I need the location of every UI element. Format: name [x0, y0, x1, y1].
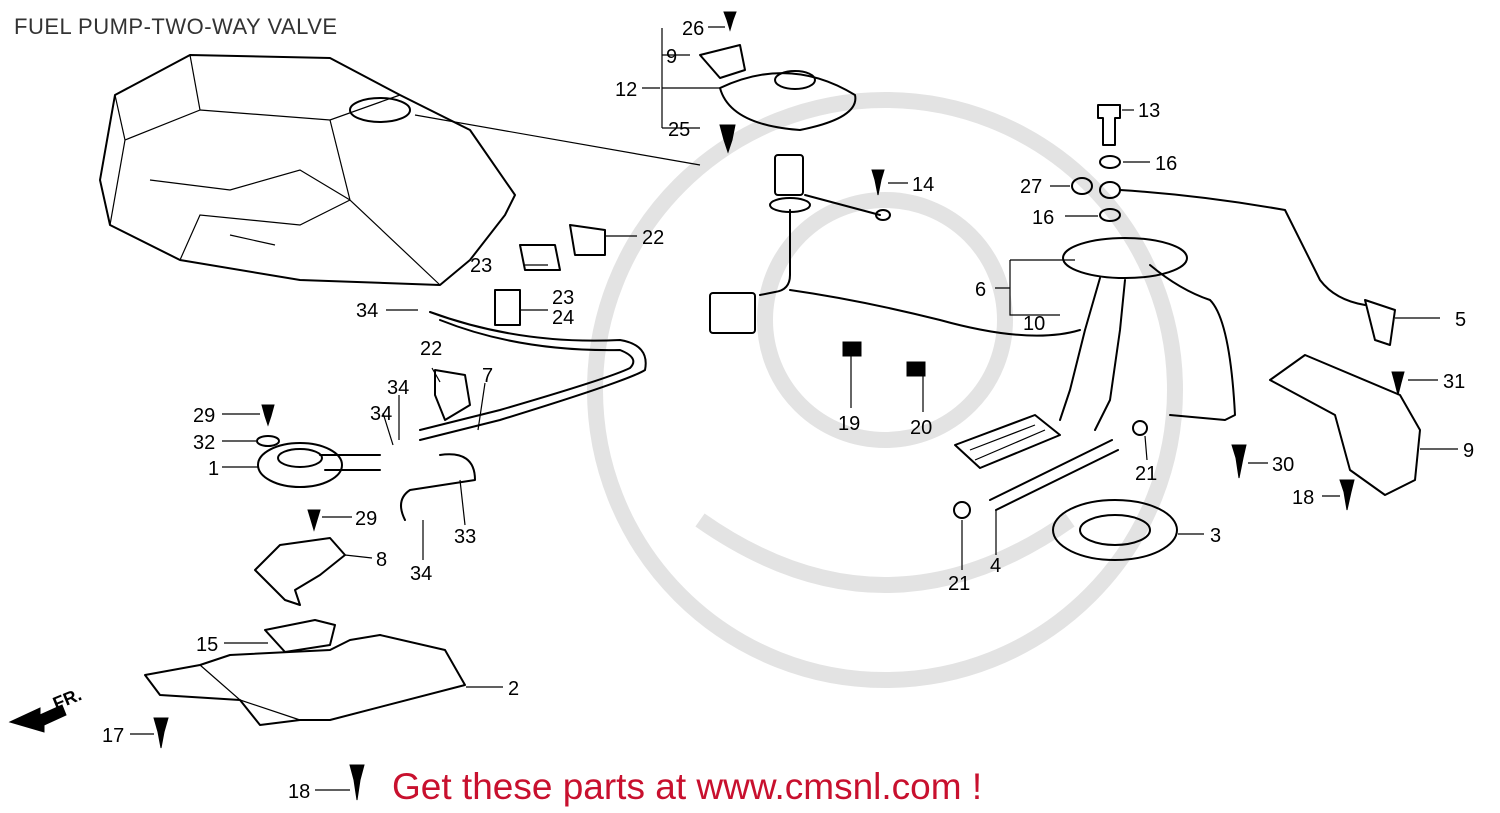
grommet-26-part [719, 124, 736, 154]
fuel-tank-illustration [99, 54, 701, 286]
callout-20: 20 [910, 417, 932, 439]
hose-33-part [400, 453, 476, 521]
callout-27: 30 [1272, 454, 1294, 476]
callout-11: 9 [666, 46, 677, 68]
bolt-18-bottom-part [349, 764, 365, 801]
diagram-title: FUEL PUMP-TWO-WAY VALVE [14, 14, 338, 39]
callout-23-upper: 23 [470, 255, 492, 277]
callout-1: 1 [208, 458, 219, 480]
callout-33: 33 [454, 526, 476, 548]
callout-28: 31 [1443, 371, 1465, 393]
skid-plate-2-part [144, 634, 466, 726]
bolt-14-part [871, 169, 885, 196]
callout-labels: 26 9 12 25 13 16 27 16 14 22 23 23 24 34… [102, 18, 1474, 803]
bolt-29-upper-part [261, 404, 275, 427]
callout-6: 6 [975, 279, 986, 301]
washer-16-lower-part [1099, 208, 1121, 222]
callout-31: 27 [1020, 176, 1042, 198]
callout-5: 5 [1455, 309, 1466, 331]
callout-29-lower: 29 [355, 508, 377, 530]
clip-20-part [906, 361, 926, 377]
callout-15: 15 [196, 634, 218, 656]
pump-cover-9-part [1269, 354, 1421, 496]
vent-hose-7-part [419, 311, 647, 441]
bolt-17-part [153, 717, 169, 749]
screw-30-part [723, 11, 737, 32]
bolt-13-part [1097, 104, 1121, 146]
callout-23-lower: 23 [552, 287, 574, 309]
washer-32-part [256, 435, 280, 447]
callout-2: 2 [508, 678, 519, 700]
clips-23-24-25-part [494, 224, 606, 326]
callout-34-c: 34 [410, 563, 432, 585]
callout-24: 24 [552, 307, 574, 329]
callout-17: 17 [102, 725, 124, 747]
two-way-valve-part [257, 442, 381, 488]
bolt-27-part [1231, 444, 1247, 479]
callout-29-upper: 29 [193, 405, 215, 427]
clip-19-part [842, 341, 862, 357]
callout-21-right: 21 [1135, 463, 1157, 485]
nut-31-part [1071, 177, 1093, 195]
front-direction-label: FR. [50, 684, 84, 713]
callout-12: 12 [615, 79, 637, 101]
mount-ring-3-part [1052, 499, 1178, 561]
washer-16-upper-part [1099, 155, 1121, 169]
sender-harness-part [709, 154, 1081, 337]
callout-26: 25 [668, 119, 690, 141]
callout-10: 10 [1023, 313, 1045, 335]
callout-34-b: 34 [370, 403, 392, 425]
callout-16-upper: 16 [1155, 153, 1177, 175]
clip-22-part [434, 369, 471, 421]
callout-16-lower: 16 [1032, 207, 1054, 229]
watermark-logo [587, 92, 1183, 688]
callout-18-bottom: 18 [288, 781, 310, 803]
hose-4-part [989, 439, 1119, 511]
callout-4: 4 [990, 555, 1001, 577]
pump-cover-part [719, 70, 857, 131]
callout-21-left: 21 [948, 573, 970, 595]
eye-joint-part [1099, 181, 1121, 199]
callout-18-right: 18 [1292, 487, 1314, 509]
callout-3: 3 [1210, 525, 1221, 547]
bolt-18-right-part [1339, 479, 1355, 511]
clip-21-part [953, 420, 1148, 519]
callout-25: 22 [642, 227, 664, 249]
callout-8: 8 [376, 549, 387, 571]
bracket-8-part [254, 537, 346, 606]
callout-30: 26 [682, 18, 704, 40]
callout-14: 14 [912, 174, 934, 196]
callout-34-a: 34 [387, 377, 409, 399]
fuel-hose-5-part [1119, 189, 1396, 346]
bolt-29-lower-part [307, 509, 321, 532]
bracket-11-part [699, 44, 746, 79]
callout-7: 7 [482, 365, 493, 387]
fuel-pump-assembly-part [954, 237, 1236, 469]
leader-lines [130, 26, 1458, 791]
callout-22: 22 [420, 338, 442, 360]
callout-32: 32 [193, 432, 215, 454]
bracket-15-part [264, 619, 336, 653]
callout-19: 19 [838, 413, 860, 435]
callout-13: 13 [1138, 100, 1160, 122]
bolt-28-part [1391, 371, 1405, 396]
footer-link-text[interactable]: Get these parts at www.cmsnl.com ! [392, 766, 983, 807]
callout-34-top: 34 [356, 300, 378, 322]
callout-9: 9 [1463, 440, 1474, 462]
front-direction-indicator: FR. [8, 684, 84, 733]
